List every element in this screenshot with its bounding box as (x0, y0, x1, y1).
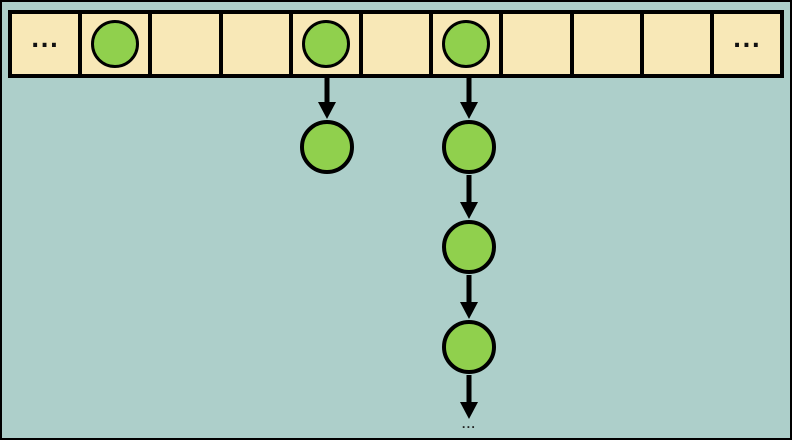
bucket-cell-5 (362, 14, 434, 74)
chain-node-circle (300, 120, 355, 174)
down-arrow-icon (314, 75, 340, 119)
bucket-cell-2 (152, 14, 223, 74)
bucket-node-circle (301, 20, 350, 68)
down-arrow-icon (456, 175, 482, 219)
bucket-cell-10: ... (713, 14, 781, 74)
chain-bucket-6: ... (441, 74, 496, 431)
bucket-node-circle (442, 20, 491, 68)
chain-bucket-4 (300, 74, 355, 174)
bucket-cell-4 (292, 14, 363, 74)
chain-node-circle (441, 320, 496, 374)
chain-node-circle (441, 220, 496, 274)
ellipsis-label: ... (31, 27, 60, 53)
bucket-cell-0: ... (12, 14, 83, 74)
bucket-cell-8 (573, 14, 644, 74)
chain-node-circle (441, 120, 496, 174)
down-arrow-icon (456, 375, 482, 419)
ellipsis-label: ... (732, 27, 761, 53)
bucket-cell-3 (222, 14, 293, 74)
bucket-cell-7 (503, 14, 574, 74)
bucket-array: ...... (8, 10, 784, 78)
bucket-cell-1 (82, 14, 153, 74)
bucket-node-circle (91, 20, 140, 68)
bucket-cell-9 (643, 14, 714, 74)
chain-continues-ellipsis: ... (461, 420, 477, 431)
down-arrow-icon (456, 75, 482, 119)
bucket-cell-6 (433, 14, 504, 74)
down-arrow-icon (456, 275, 482, 319)
